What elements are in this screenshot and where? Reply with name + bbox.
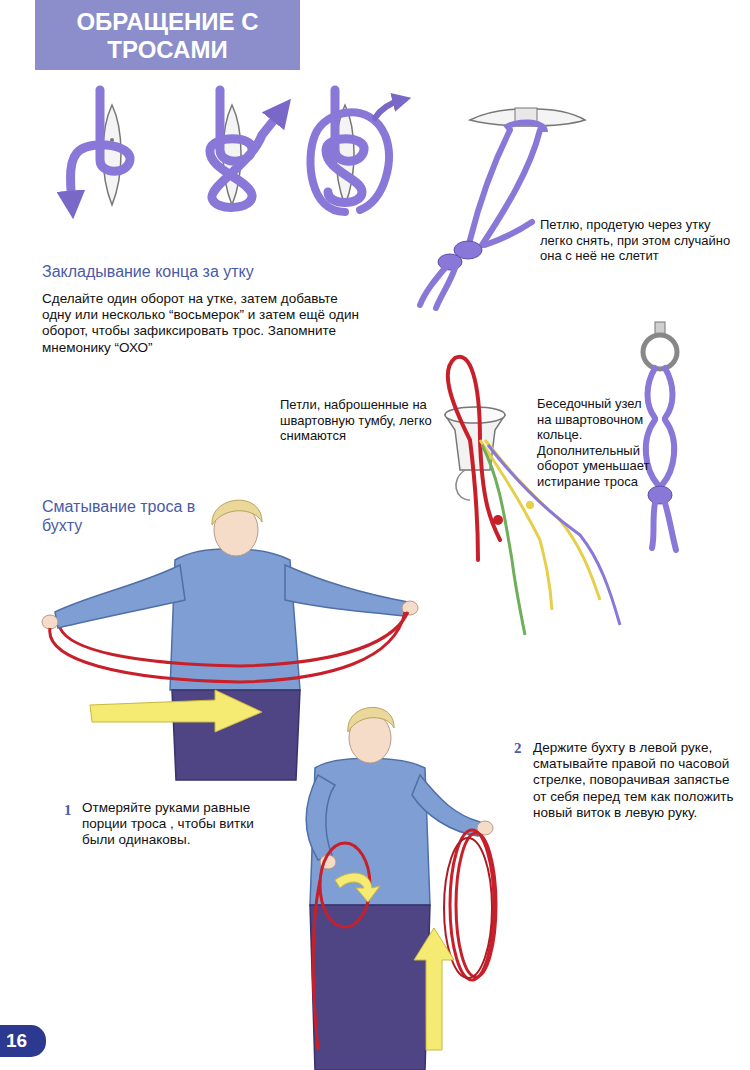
step-text: Отмеряйте руками равные порции троса , ч…	[82, 800, 277, 849]
note-text: Петлю, продетую через утку легко снять, …	[540, 217, 735, 264]
mooring-ring	[643, 322, 677, 550]
step-number: 1	[64, 801, 80, 819]
cleat-step-2	[210, 90, 282, 207]
step-number: 2	[514, 739, 530, 757]
section-heading: Сматывание троса в бухту	[42, 497, 204, 535]
page-number: 16	[6, 1030, 40, 1053]
note-text: Беседочный узел на швартовочном кольце. …	[537, 396, 655, 490]
cleat-step-3	[310, 90, 402, 212]
step-text: Держите бухту в левой руке, сматывайте п…	[533, 740, 738, 821]
title-banner	[35, 0, 300, 70]
section-heading: Закладывание конца за утку	[42, 262, 362, 281]
page-tab	[0, 1025, 46, 1057]
page-title: ОБРАЩЕНИЕ С ТРОСАМИ	[35, 8, 300, 63]
cleat-step-1	[70, 90, 130, 205]
person-figure-1	[42, 500, 418, 780]
person-figure-2	[306, 707, 496, 1070]
instruction-text: Сделайте один оборот на утке, затем доба…	[42, 291, 360, 356]
cleat-loop	[420, 108, 585, 308]
note-text: Петли, наброшенные на швартовную тумбу, …	[280, 397, 432, 444]
